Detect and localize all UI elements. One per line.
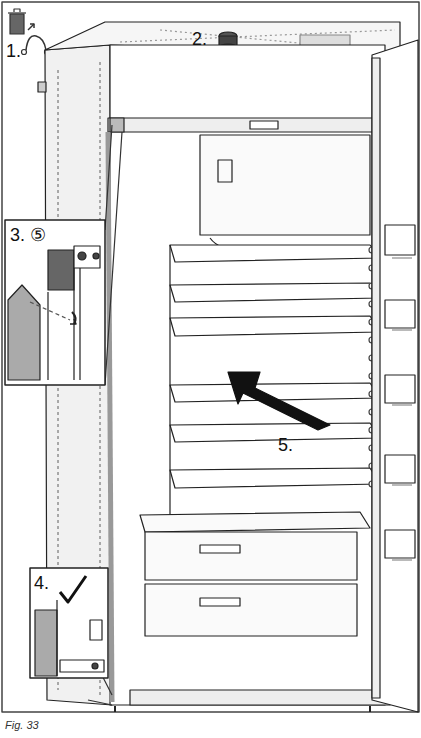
- crisper-drawer: [140, 512, 370, 636]
- callout-number: ⑤: [30, 226, 46, 244]
- step-number: 1.: [6, 42, 21, 60]
- base: [130, 690, 390, 705]
- inset-detail: [30, 568, 108, 678]
- step-number: 5.: [278, 436, 293, 454]
- push-arrow: [228, 372, 330, 430]
- check-mark: [60, 576, 86, 602]
- step-number: 4.: [34, 574, 49, 592]
- cabinet: [110, 45, 385, 705]
- step-number: 2.: [192, 30, 207, 48]
- control-strip: [108, 118, 398, 132]
- step-number: 3.: [10, 226, 25, 244]
- shelf: [170, 245, 380, 488]
- door: [372, 40, 418, 712]
- plug: [38, 82, 46, 92]
- figure-caption: Fig. 33: [5, 719, 39, 731]
- inset-detail: [5, 220, 105, 385]
- leader-line: [105, 125, 122, 385]
- frame: [2, 2, 419, 712]
- freezer-compartment: [200, 135, 370, 235]
